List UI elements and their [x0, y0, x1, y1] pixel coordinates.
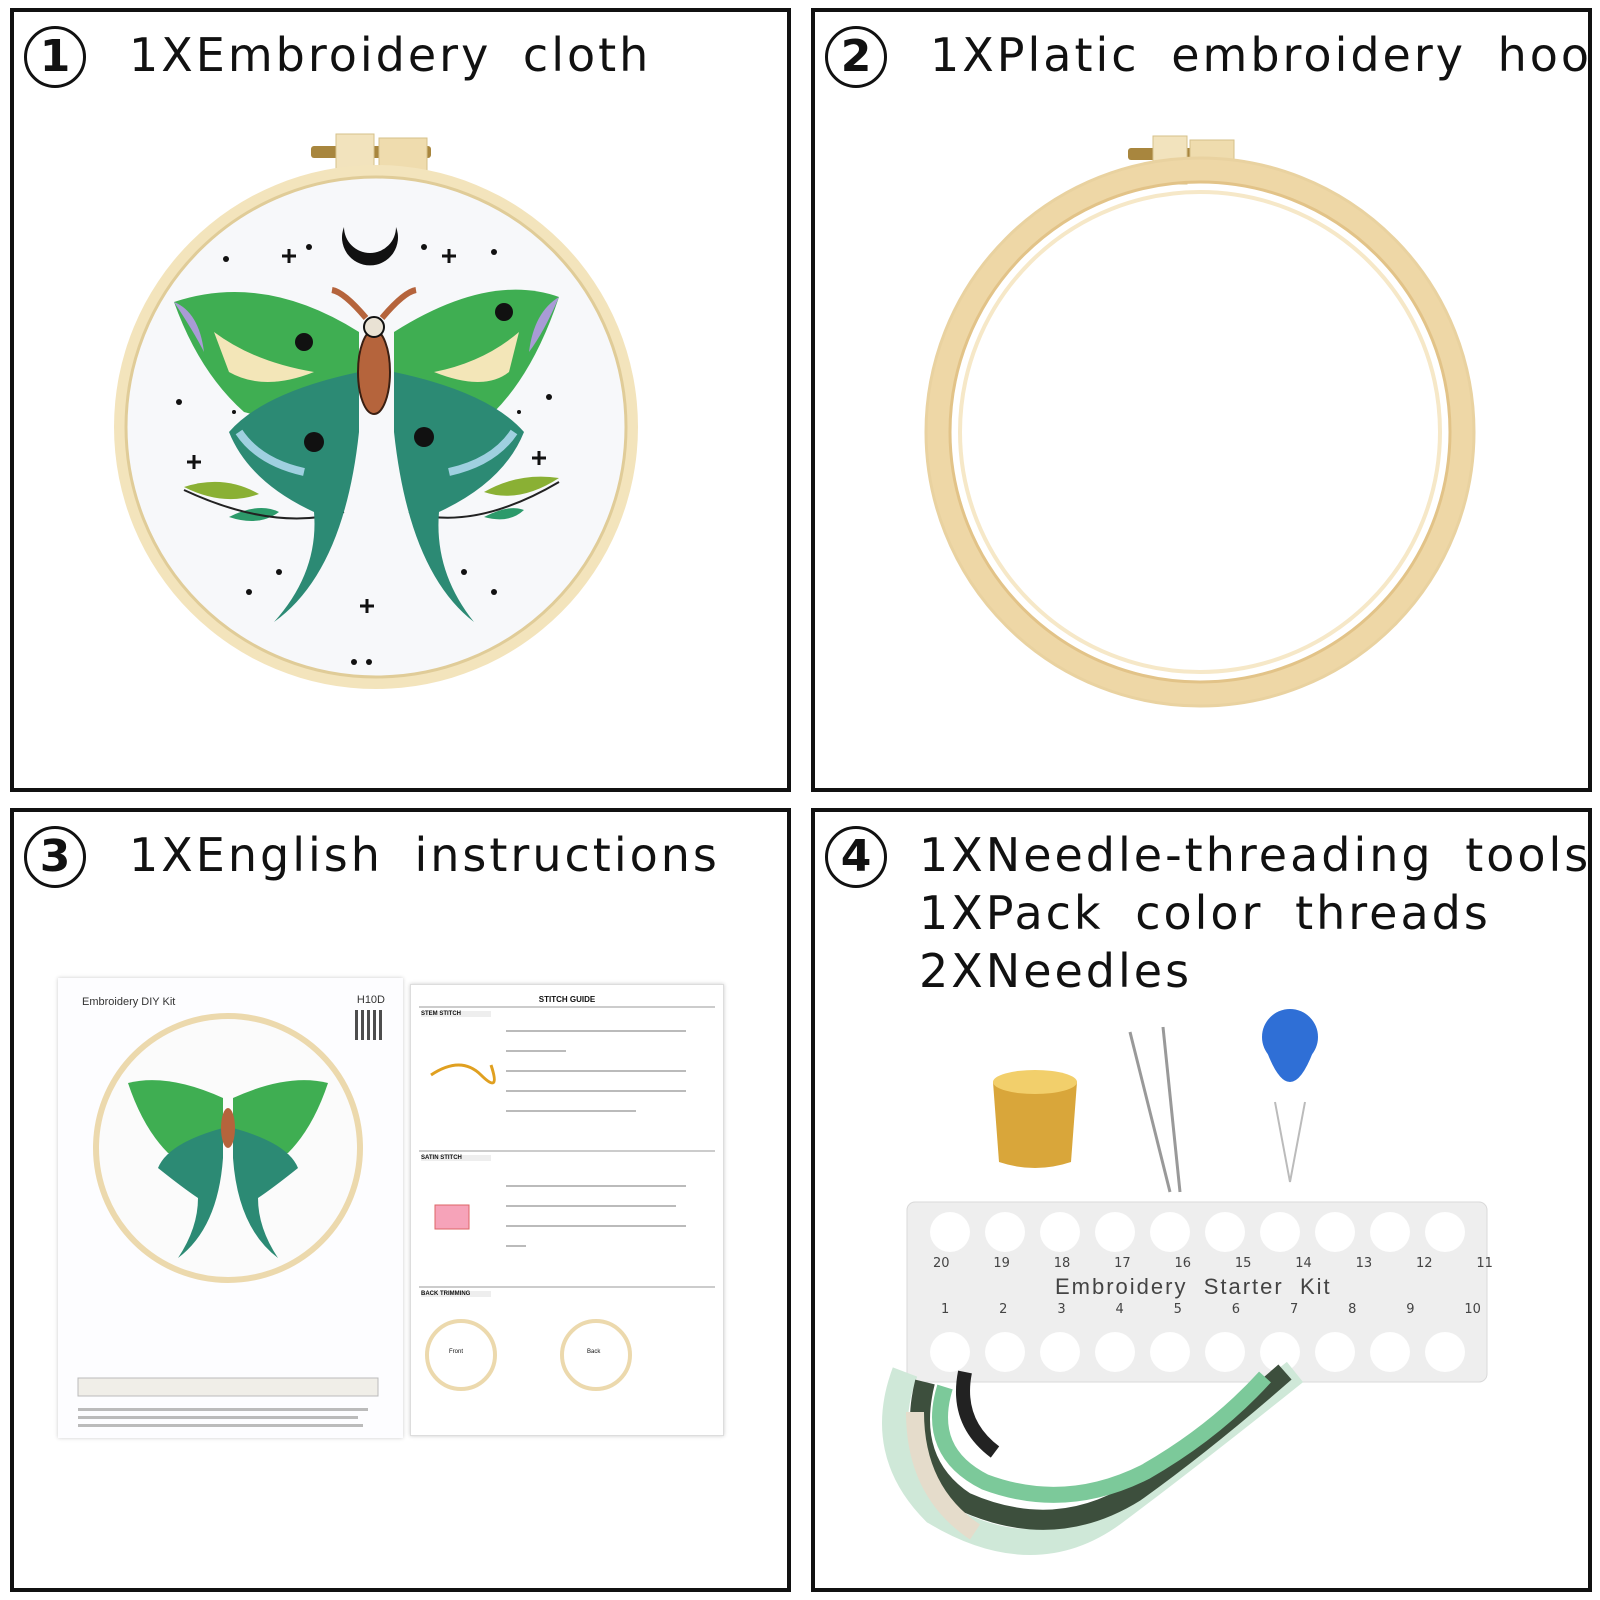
- plastic-hoop-image: [924, 135, 1476, 708]
- panel-caption: 1XEmbroidery cloth: [129, 28, 652, 82]
- panel-caption: 1XEnglish instructions: [129, 828, 720, 882]
- panel-embroidery-cloth: 1 1XEmbroidery cloth: [10, 8, 791, 792]
- organizer-bottom-numbers: 1 2 3 4 5 6 7 8 9 10: [941, 1302, 1481, 1317]
- stitch-diagrams: [419, 1006, 715, 1391]
- slot-number: 3: [1057, 1302, 1066, 1317]
- label-front: Front: [449, 1349, 464, 1355]
- instruction-sheet-left: Embroidery DIY Kit H10D: [58, 978, 403, 1438]
- panel-caption: 1XPlatic embroidery hoop: [930, 28, 1592, 82]
- slot-number: 4: [1115, 1302, 1124, 1317]
- slot-number: 1: [941, 1302, 950, 1317]
- panel-caption-lines: 1XNeedle-threading tools 1XPack color th…: [919, 826, 1592, 1000]
- panel-instructions: 3 1XEnglish instructions Embroidery DIY …: [10, 808, 791, 1592]
- kit-tools-image: [882, 1009, 1488, 1555]
- section-satin: SATIN STITCH: [421, 1155, 491, 1161]
- slot-number: 16: [1174, 1256, 1192, 1271]
- slot-number: 14: [1295, 1256, 1312, 1271]
- slot-number: 17: [1114, 1256, 1131, 1271]
- slot-number: 20: [933, 1256, 950, 1271]
- qr-code: [355, 1010, 385, 1040]
- panel-number: 3: [24, 826, 86, 888]
- panel-number: 1: [24, 26, 86, 88]
- organizer-top-numbers: 20 19 18 17 16 15 14 13 12 11: [933, 1256, 1493, 1271]
- sheet-hoop-diagram: [77, 1013, 379, 1427]
- section-stem: STEM STITCH: [421, 1011, 491, 1017]
- section-back: BACK TRIMMING: [421, 1291, 491, 1297]
- stitch-guide-title: STITCH GUIDE: [538, 995, 596, 1004]
- panel-number: 4: [825, 826, 887, 888]
- caption-line-threaders: 1XNeedle-threading tools: [919, 828, 1592, 882]
- organizer-label: Embroidery Starter Kit: [1055, 1274, 1332, 1299]
- slot-number: 7: [1289, 1302, 1299, 1317]
- embroidery-hoop-image: [114, 133, 638, 689]
- slot-number: 10: [1464, 1302, 1481, 1317]
- slot-number: 2: [999, 1302, 1008, 1317]
- caption-line-threads: 1XPack color threads: [919, 886, 1491, 940]
- slot-number: 9: [1406, 1302, 1415, 1317]
- slot-number: 13: [1355, 1256, 1373, 1271]
- label-back: Back: [587, 1349, 601, 1355]
- slot-number: 6: [1231, 1302, 1241, 1317]
- slot-number: 8: [1348, 1302, 1357, 1317]
- slot-number: 5: [1173, 1302, 1182, 1317]
- panel-plastic-hoop: 2 1XPlatic embroidery hoop: [811, 8, 1592, 792]
- slot-number: 11: [1476, 1256, 1493, 1271]
- caption-line-needles: 2XNeedles: [919, 944, 1193, 998]
- slot-number: 18: [1053, 1256, 1071, 1271]
- sheet-code: H10D: [356, 994, 385, 1006]
- slot-number: 12: [1416, 1256, 1433, 1271]
- sheet-title: Embroidery DIY Kit: [82, 996, 176, 1008]
- panel-number: 2: [825, 26, 887, 88]
- panel-tools-threads-needles: 4 1XNeedle-threading tools 1XPack color …: [811, 808, 1592, 1592]
- slot-number: 15: [1234, 1256, 1252, 1271]
- instruction-sheet-right: STITCH GUIDE STEM STITCH SATIN STITCH BA…: [410, 984, 724, 1436]
- slot-number: 19: [993, 1256, 1010, 1271]
